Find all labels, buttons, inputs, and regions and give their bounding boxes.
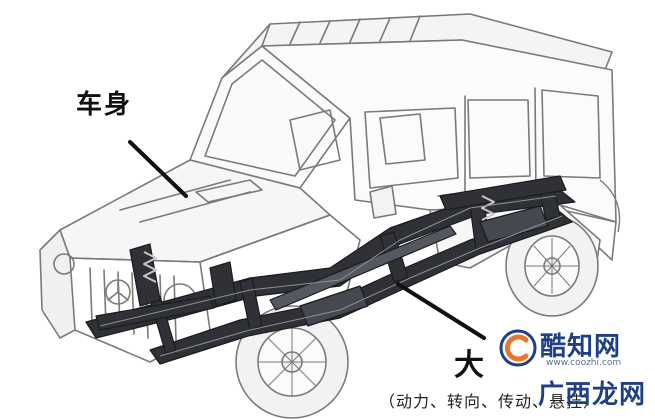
chassis-frame	[85, 175, 576, 365]
body-pointer-line	[128, 140, 188, 198]
front-wheel	[235, 305, 349, 419]
watermark-url: www.coozhi.com	[546, 358, 622, 368]
car-body-outline	[39, 13, 617, 363]
watermark-bottom-text: 广西龙网	[538, 380, 647, 410]
watermark: 酷知网 www.coozhi.com 广西龙网	[498, 326, 650, 416]
coozhi-logo-icon	[499, 329, 537, 367]
frame-subtitle: （动力、转向、传动、悬挂）	[379, 392, 601, 411]
watermark-top-text: 酷知网	[540, 332, 622, 362]
spare-wheel-hint	[599, 179, 621, 233]
car-body-label: 车身	[76, 90, 133, 120]
rear-wheel	[505, 215, 599, 317]
frame-label: 大	[454, 348, 484, 383]
frame-pointer-line	[396, 282, 486, 340]
